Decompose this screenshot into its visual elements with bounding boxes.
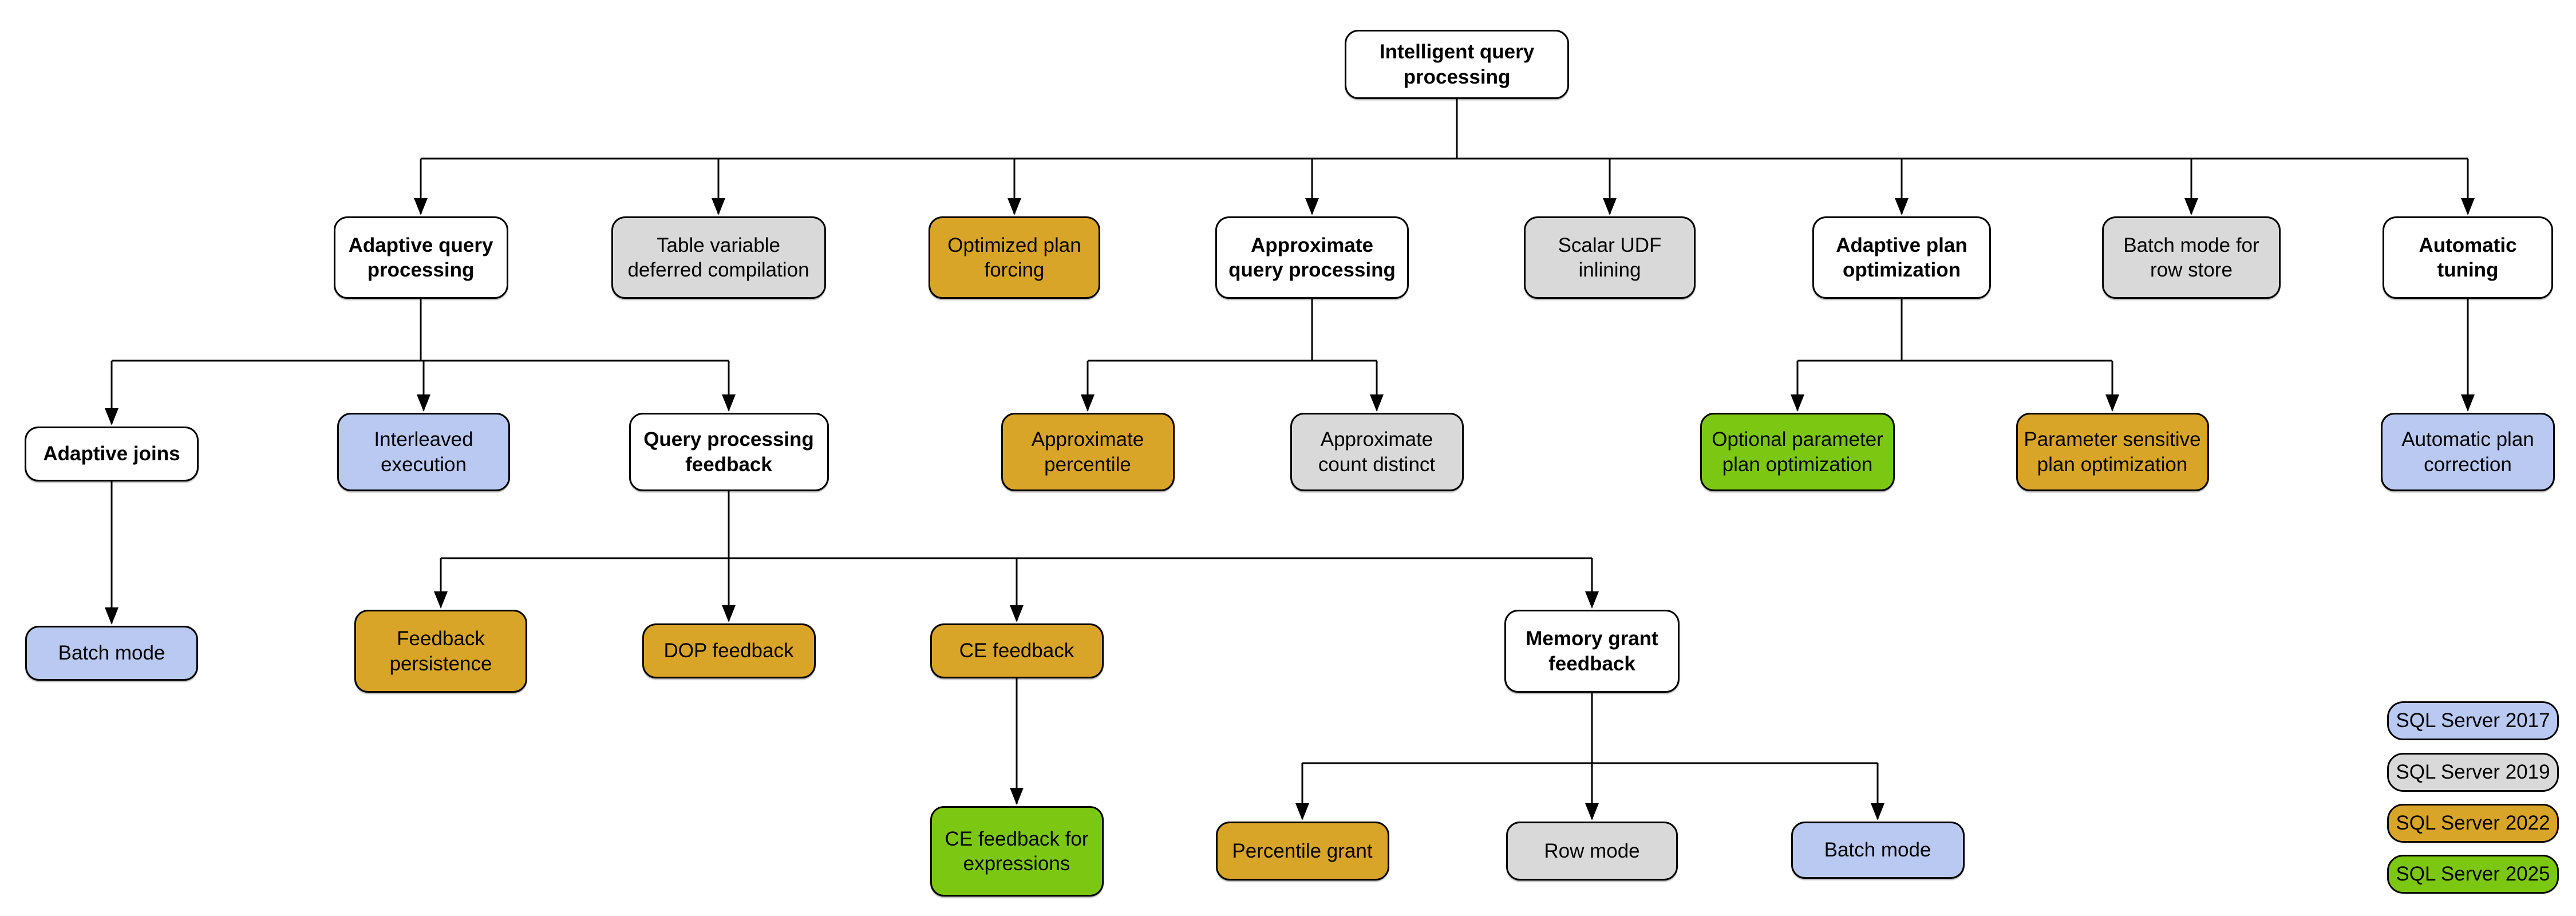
node-approximate-query-processing: Approximate query processing [1215,216,1409,299]
node-label: Batch mode [58,642,165,665]
node-scalar-udf-inlining: Scalar UDF inlining [1524,216,1696,299]
node-approximate-count-distinct: Approximate count distinct [1290,413,1464,491]
node-approximate-percentile: Approximate percentile [1001,413,1175,491]
node-label: CE feedback for expressions [945,827,1089,875]
node-optional-parameter-plan-optimization: Optional parameter plan optimization [1700,413,1895,491]
node-label: Feedback persistence [389,627,492,675]
node-label: Approximate count distinct [1318,428,1436,476]
node-interleaved-execution: Interleaved execution [337,413,510,491]
node-row-mode: Row mode [1506,822,1678,881]
node-optimized-plan-forcing: Optimized plan forcing [929,216,1100,299]
node-query-processing-feedback: Query processing feedback [629,413,829,491]
node-intelligent-query-processing: Intelligent query processing [1345,30,1569,99]
node-label: Interleaved execution [374,428,473,476]
node-label: Percentile grant [1232,839,1373,862]
legend-sql-server-2019: SQL Server 2019 [2387,753,2559,792]
node-label: DOP feedback [663,639,794,662]
node-adaptive-joins: Adaptive joins [25,427,199,481]
legend-label: SQL Server 2022 [2396,812,2550,834]
node-ce-feedback: CE feedback [930,623,1104,678]
node-label: Approximate percentile [1031,428,1144,476]
node-automatic-plan-correction: Automatic plan correction [2381,413,2555,491]
node-label: Automatic tuning [2419,234,2517,281]
legend-label: SQL Server 2025 [2396,863,2550,885]
node-label: Batch mode [1824,839,1931,862]
legend-sql-server-2022: SQL Server 2022 [2387,804,2559,843]
node-percentile-grant: Percentile grant [1215,822,1389,881]
node-parameter-sensitive-plan-optimization: Parameter sensitive plan optimization [2016,413,2209,491]
node-label: Row mode [1544,839,1640,862]
legend-sql-server-2017: SQL Server 2017 [2387,701,2559,740]
node-memory-grant-feedback: Memory grant feedback [1504,610,1680,693]
node-label: Optimized plan forcing [947,234,1081,281]
node-label: Table variable deferred compilation [627,234,809,281]
node-automatic-tuning: Automatic tuning [2383,216,2553,299]
node-adaptive-query-processing: Adaptive query processing [333,216,508,299]
node-label: Intelligent query processing [1379,41,1535,88]
node-label: Memory grant feedback [1526,627,1658,675]
node-feedback-persistence: Feedback persistence [354,610,527,693]
node-table-variable-deferred-compilation: Table variable deferred compilation [611,216,826,299]
node-adaptive-plan-optimization: Adaptive plan optimization [1812,216,1991,299]
legend-label: SQL Server 2019 [2396,761,2550,783]
node-ce-feedback-for-expressions: CE feedback for expressions [930,806,1104,897]
node-label: Query processing feedback [643,428,814,476]
node-label: Optional parameter plan optimization [1712,428,1883,476]
node-label: CE feedback [959,639,1074,662]
node-label: Batch mode for row store [2123,234,2259,281]
node-label: Adaptive joins [43,443,180,465]
legend-label: SQL Server 2017 [2396,709,2550,732]
node-label: Adaptive plan optimization [1836,234,1967,281]
node-label: Adaptive query processing [348,234,493,281]
node-batch-mode: Batch mode [25,626,198,681]
node-label: Approximate query processing [1228,234,1396,281]
node-batch-mode: Batch mode [1791,822,1965,879]
node-label: Automatic plan correction [2401,428,2534,476]
node-batch-mode-for-row-store: Batch mode for row store [2102,216,2281,299]
node-label: Parameter sensitive plan optimization [2024,428,2201,476]
legend-sql-server-2025: SQL Server 2025 [2387,855,2559,894]
node-dop-feedback: DOP feedback [642,623,816,678]
node-label: Scalar UDF inlining [1558,234,1662,281]
